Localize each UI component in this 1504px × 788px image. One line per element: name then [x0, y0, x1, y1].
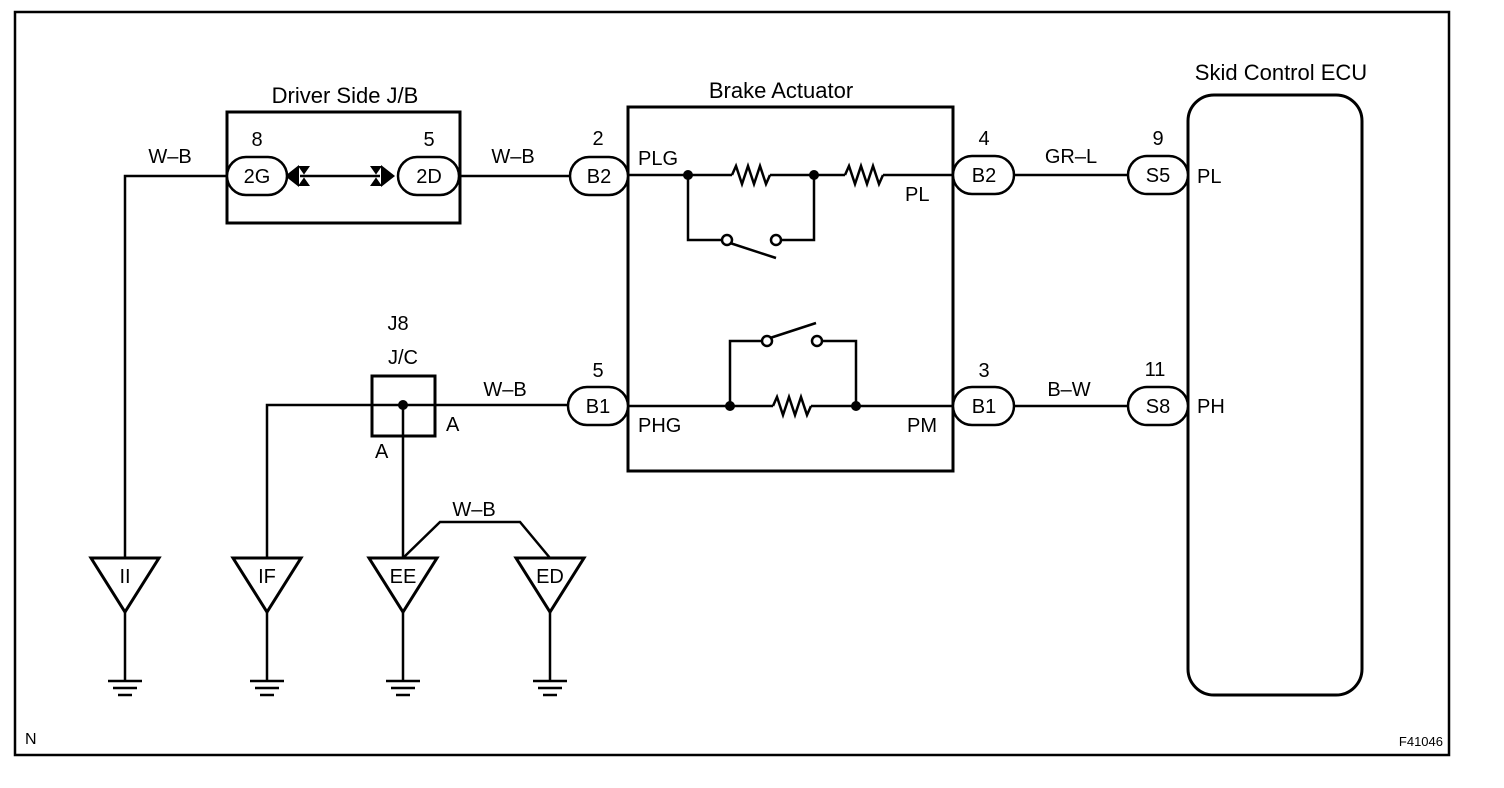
ecu-box	[1186, 93, 1364, 697]
wire-color-ground-link: W–B	[452, 499, 495, 521]
jc-id: J8	[387, 313, 408, 335]
pin-s5: 9	[1152, 128, 1163, 150]
terminal-jc-a-right: A	[446, 414, 460, 436]
diagram-frame	[13, 10, 1451, 757]
connector-s8	[1126, 385, 1190, 427]
connector-arrow-left-icon	[285, 165, 299, 187]
connector-2d-label: 2D	[416, 166, 442, 188]
wire-jb-to-ii	[123, 174, 227, 558]
resistor-2	[843, 162, 885, 188]
pin-2d: 5	[423, 129, 434, 151]
wire-jc-to-if	[265, 403, 403, 558]
ground-ed: ED	[513, 556, 587, 697]
connector-arrow-right-icon	[381, 165, 395, 187]
footer-code: F41046	[1399, 734, 1443, 749]
terminal-pm: PM	[907, 415, 937, 437]
ground-ii: II	[88, 556, 162, 697]
ground-ed-label: ED	[536, 566, 564, 588]
ground-ee-label: EE	[390, 566, 417, 588]
jc-title: J/C	[388, 347, 418, 369]
connector-b1-in-label: B1	[586, 396, 610, 418]
pin-b2-in: 2	[592, 128, 603, 150]
switch-2	[769, 321, 817, 340]
terminal-phg: PHG	[638, 415, 681, 437]
footer-left: N	[25, 731, 37, 748]
connector-s8-label: S8	[1146, 396, 1170, 418]
pin-2g: 8	[251, 129, 262, 151]
ecu-title: Skid Control ECU	[1195, 60, 1367, 85]
connector-2g-label: 2G	[244, 166, 271, 188]
terminal-jc-a-bottom: A	[375, 441, 389, 463]
resistor-3	[771, 393, 813, 419]
pin-s8: 11	[1145, 359, 1166, 381]
ground-if: IF	[230, 556, 304, 697]
connector-s5-label: S5	[1146, 165, 1170, 187]
ground-ii-label: II	[119, 566, 130, 588]
jb-box	[225, 110, 462, 225]
switch-1	[729, 241, 777, 260]
terminal-pl-actuator: PL	[905, 184, 929, 206]
actuator-title: Brake Actuator	[709, 78, 853, 103]
actuator-box	[626, 105, 955, 473]
terminal-plg: PLG	[638, 148, 678, 170]
pin-b1-in: 5	[592, 360, 603, 382]
terminal-ph-ecu: PH	[1197, 396, 1225, 418]
wire-color-ph: B–W	[1047, 379, 1090, 401]
wire-color-jb-left: W–B	[148, 146, 191, 168]
pin-b1-out: 3	[978, 360, 989, 382]
wire-ee-to-ed	[402, 520, 551, 559]
pin-b2-out: 4	[978, 128, 989, 150]
jb-title: Driver Side J/B	[272, 83, 419, 108]
connector-b2-in-label: B2	[587, 166, 611, 188]
connector-s5	[1126, 154, 1190, 196]
terminal-pl-ecu: PL	[1197, 166, 1221, 188]
connector-b2-out-label: B2	[972, 165, 996, 187]
wire-color-jb-right: W–B	[491, 146, 534, 168]
resistor-1	[730, 162, 772, 188]
wire-color-jc-out: W–B	[483, 379, 526, 401]
connector-b1-out-label: B1	[972, 396, 996, 418]
ground-if-label: IF	[258, 566, 276, 588]
ground-ee: EE	[366, 556, 440, 697]
wire-color-pl: GR–L	[1045, 146, 1097, 168]
